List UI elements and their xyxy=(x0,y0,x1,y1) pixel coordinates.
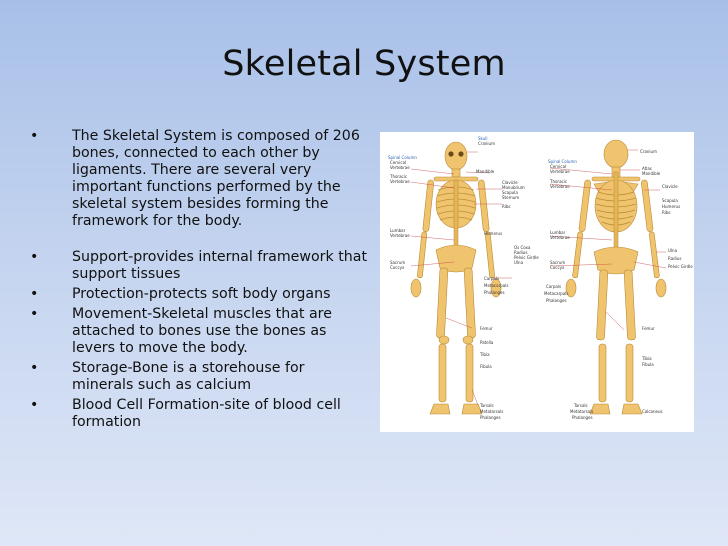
bullet-item: Blood Cell Formation-site of blood cell … xyxy=(30,397,370,431)
label-pelvic-girdle-back: Pelvic Girdle xyxy=(668,264,693,269)
bullet-item: Protection-protects soft body organs xyxy=(30,286,370,303)
label-metatarsals-back: Metatarsals xyxy=(570,409,593,414)
label-metatarsals: Metatarsals xyxy=(480,409,503,414)
label-cervical: Cervical xyxy=(390,160,406,165)
label-foot-phalanges: Phalanges xyxy=(480,415,501,420)
label-tibia: Tibia xyxy=(479,352,490,357)
slide-title: Skeletal System xyxy=(222,44,506,84)
label-scapula-back: Scapula xyxy=(662,198,678,203)
label-ribs: Ribs xyxy=(502,204,511,209)
label-scapula: Scapula xyxy=(502,190,518,195)
label-fibula-back: Fibula xyxy=(642,362,654,367)
label-humerus-back: Humerus xyxy=(662,204,680,209)
label-femur-back: Femur xyxy=(642,326,655,331)
back-labels: Cranium Spinal Column Cervical Vertebrae… xyxy=(544,149,693,420)
label-thoracic-vertebrae: Vertebrae xyxy=(390,179,410,184)
label-lumbar-vertebrae: Vertebrae xyxy=(390,233,410,238)
label-clavicle: Clavicle xyxy=(502,180,518,185)
front-skeleton xyxy=(410,141,502,415)
back-skeleton xyxy=(565,139,667,415)
label-humerus: Humerus xyxy=(484,231,502,236)
label-radius-back: Radius xyxy=(668,256,681,261)
label-metacarpals-back: Metacarpals xyxy=(544,291,568,296)
label-pelvic-girdle: Pelvic Girdle xyxy=(514,255,539,260)
label-calcaneus: Calcaneus xyxy=(642,409,663,414)
label-sacrum-back: Sacrum xyxy=(550,260,565,265)
label-lumbar-back: Lumbar xyxy=(550,230,566,235)
label-spinal-column: Spinal Column xyxy=(388,155,417,160)
label-lumbar-vertebrae-back: Vertebrae xyxy=(550,235,570,240)
label-ulna-back: Ulna xyxy=(668,248,678,253)
label-thoracic: Thoracic xyxy=(389,174,407,179)
label-manubrium: Manubrium xyxy=(502,185,525,190)
label-os-coxa: Os Coxa xyxy=(514,245,531,250)
label-fibula: Fibula xyxy=(480,364,492,369)
label-tibia-back: Tibia xyxy=(641,356,652,361)
label-foot-phalanges-back: Phalanges xyxy=(572,415,593,420)
label-thoracic-vertebrae-back: Vertebrae xyxy=(550,184,570,189)
label-ribs-back: Ribs xyxy=(662,210,671,215)
label-mandible: Mandible xyxy=(476,169,495,174)
front-labels: Skull Cranium Spinal Column Cervical Ver… xyxy=(388,136,539,420)
label-cranium-back: Cranium xyxy=(640,149,657,154)
label-coccyx: Coccyx xyxy=(390,265,405,270)
skeleton-illustration: Skull Cranium Spinal Column Cervical Ver… xyxy=(388,136,693,420)
label-vertebrae: Vertebrae xyxy=(390,165,410,170)
label-cranium: Cranium xyxy=(478,141,495,146)
label-carpals: Carpals xyxy=(484,276,499,281)
label-coccyx-back: Coccyx xyxy=(550,265,565,270)
label-sacrum: Sacrum xyxy=(390,260,405,265)
bullet-list: The Skeletal System is composed of 206 b… xyxy=(30,128,370,434)
bullet-item: The Skeletal System is composed of 206 b… xyxy=(30,128,370,230)
label-radius: Radius xyxy=(514,250,527,255)
label-ulna: Ulna xyxy=(514,260,524,265)
label-clavicle-back: Clavicle xyxy=(662,184,678,189)
label-thoracic-back: Thoracic xyxy=(549,179,567,184)
label-carpals-back: Carpals xyxy=(546,284,561,289)
label-patella: Patella xyxy=(480,340,494,345)
label-tarsals: Tarsals xyxy=(479,403,494,408)
label-femur: Femur xyxy=(480,326,493,331)
label-phalanges: Phalanges xyxy=(484,290,505,295)
label-phalanges-back: Phalanges xyxy=(546,298,567,303)
label-vertebrae-back: Vertebrae xyxy=(550,169,570,174)
label-skull: Skull xyxy=(478,136,488,141)
label-lumbar: Lumbar xyxy=(390,228,406,233)
label-metacarpals: Metacarpals xyxy=(484,283,508,288)
label-atlas: Atlas xyxy=(642,166,652,171)
label-cervical-back: Cervical xyxy=(550,164,566,169)
label-leader-lines xyxy=(410,149,667,406)
label-mandible-back: Mandible xyxy=(642,171,661,176)
label-tarsals-back: Tarsals xyxy=(573,403,588,408)
bullet-item: Storage-Bone is a storehouse for mineral… xyxy=(30,360,370,394)
label-sternum: Sternum xyxy=(502,195,519,200)
skeleton-figure: Skull Cranium Spinal Column Cervical Ver… xyxy=(380,132,694,432)
bullet-item: Movement-Skeletal muscles that are attac… xyxy=(30,306,370,357)
bullet-item: Support-provides internal framework that… xyxy=(30,249,370,283)
label-spinal-column-back: Spinal Column xyxy=(548,159,577,164)
